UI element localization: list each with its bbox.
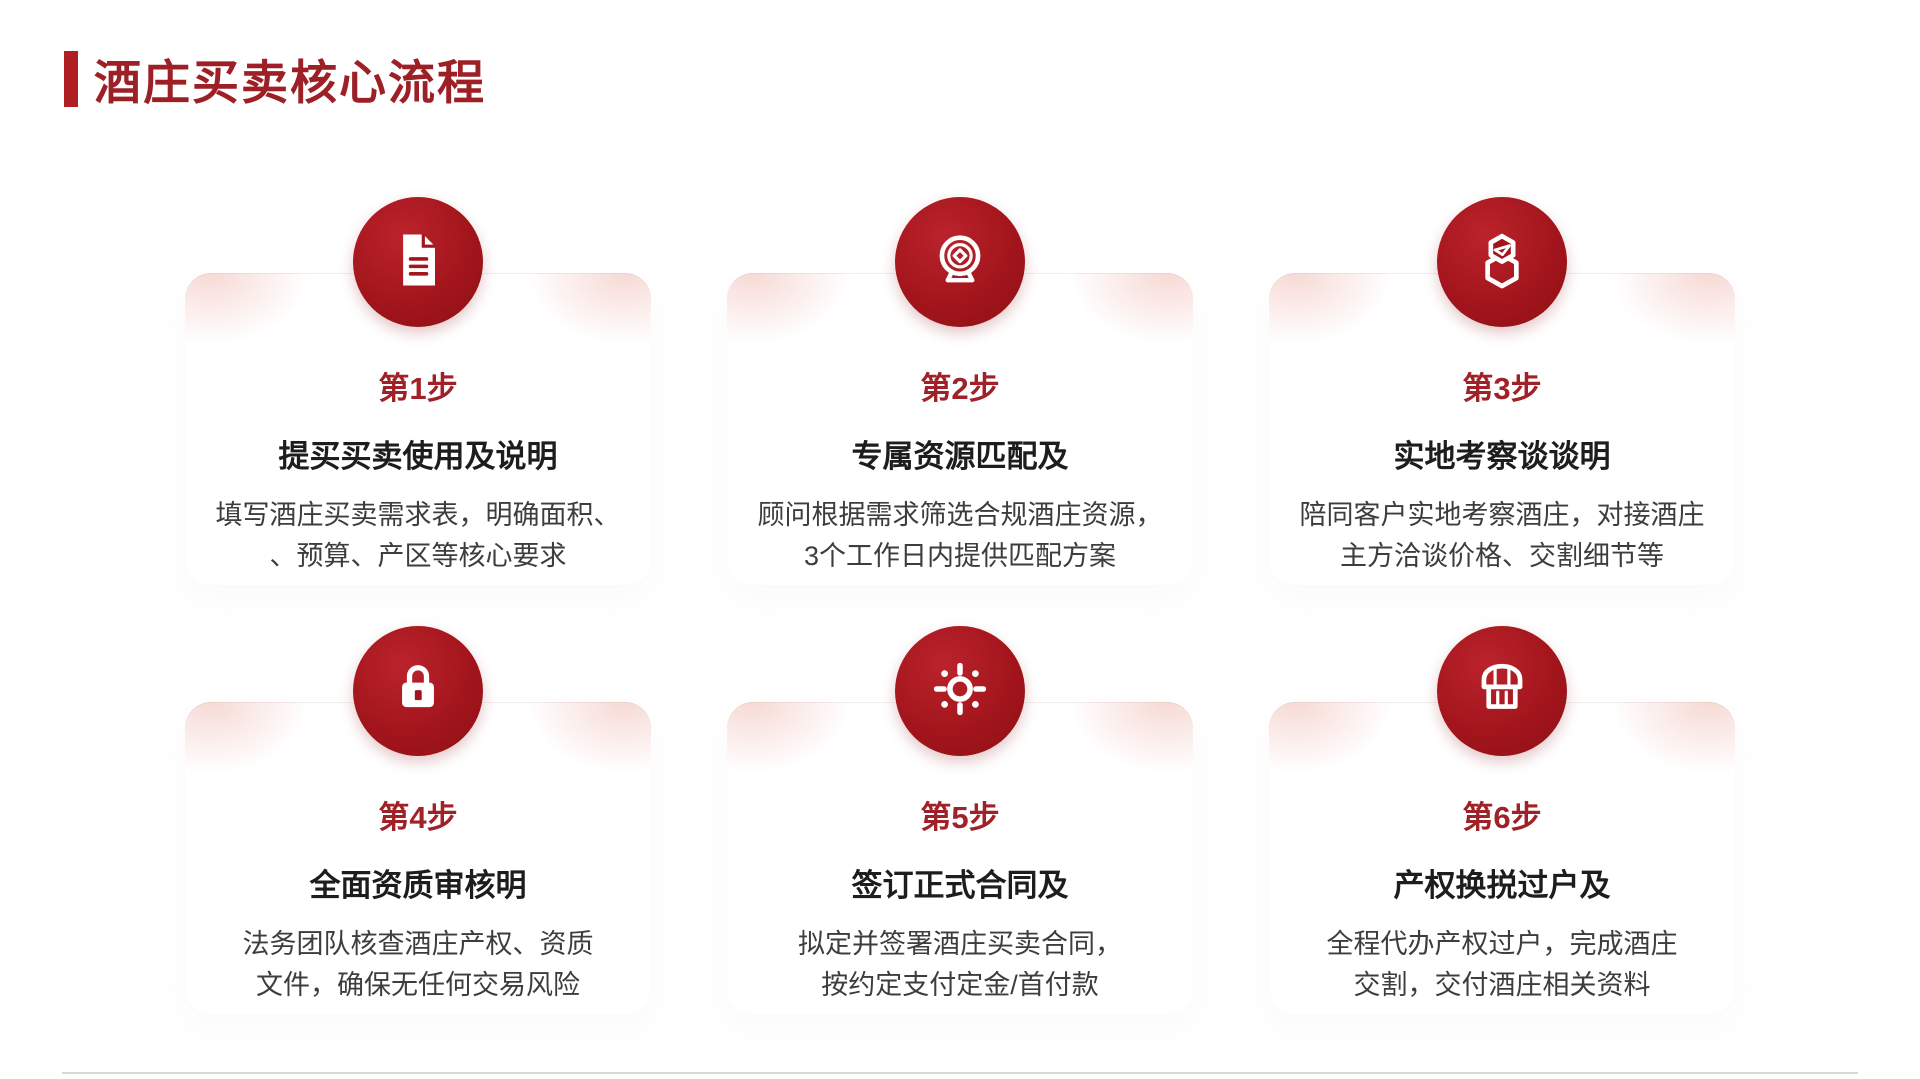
step-label: 第6步 xyxy=(1462,800,1542,835)
step-description: 法务团队核查酒庄产权、资质 文件，确保无任何交易风险 xyxy=(185,924,651,1006)
title-accent-bar xyxy=(64,50,78,107)
step-description: 填写酒庄买卖需求表，明确面积、 、预算、产区等核心要求 xyxy=(185,495,651,577)
steps-row-2: 第4步 全面资质审核明 法务团队核查酒庄产权、资质 文件，确保无任何交易风险 xyxy=(0,626,1920,1014)
step-5-circle xyxy=(895,626,1025,756)
step-title: 产权换捝过户及 xyxy=(1393,868,1611,903)
step-description: 全程代办产权过户，完成酒庄 交割，交付酒庄相关资料 xyxy=(1269,924,1735,1006)
desc-line: 3个工作日内提供匹配方案 xyxy=(803,541,1116,571)
desc-line: 文件，确保无任何交易风险 xyxy=(256,970,580,1000)
step-card-5: 第5步 签订正式合同及 拟定并签署酒庄买卖合同， 按约定支付定金/首付款 xyxy=(727,626,1193,1014)
page-title: 酒庄买卖核心流程 xyxy=(94,56,486,109)
desc-line: 陪同客户实地考察酒庄，对接酒庄 xyxy=(1299,500,1705,530)
desc-line: 按约定支付定金/首付款 xyxy=(821,970,1099,1000)
desc-line: 、预算、产区等核心要求 xyxy=(269,541,567,571)
lock-icon xyxy=(384,655,452,728)
desc-line: 法务团队核查酒庄产权、资质 xyxy=(242,929,594,959)
step-label: 第5步 xyxy=(920,800,1000,835)
step-description: 陪同客户实地考察酒庄，对接酒庄 主方洽谈价格、交割细节等 xyxy=(1269,495,1735,577)
step-title: 提买买卖使用及说明 xyxy=(278,439,558,474)
desc-line: 填写酒庄买卖需求表，明确面积、 xyxy=(215,500,621,530)
desc-line: 主方洽谈价格、交割细节等 xyxy=(1340,541,1664,571)
step-2-circle xyxy=(895,197,1025,327)
desc-line: 拟定并签署酒庄买卖合同， xyxy=(798,929,1122,959)
step-6-circle xyxy=(1437,626,1567,756)
bottom-divider xyxy=(62,1072,1858,1074)
step-card-4: 第4步 全面资质审核明 法务团队核查酒庄产权、资质 文件，确保无任何交易风险 xyxy=(185,626,651,1014)
layered-shield-icon xyxy=(1468,226,1536,299)
step-description: 顾问根据需求筛选合规酒庄资源， 3个工作日内提供匹配方案 xyxy=(727,495,1193,577)
step-title: 全面资质审核明 xyxy=(309,868,527,903)
coin-badge-icon xyxy=(926,226,994,299)
gear-icon xyxy=(926,655,994,728)
step-title: 专属资源匹配及 xyxy=(851,439,1069,474)
desc-line: 顾问根据需求筛选合规酒庄资源， xyxy=(757,500,1163,530)
desc-line: 全程代办产权过户，完成酒庄 xyxy=(1326,929,1678,959)
step-4-circle xyxy=(353,626,483,756)
step-title: 签订正式合同及 xyxy=(851,868,1069,903)
storefront-icon xyxy=(1468,655,1536,728)
step-description: 拟定并签署酒庄买卖合同， 按约定支付定金/首付款 xyxy=(727,924,1193,1006)
desc-line: 交割，交付酒庄相关资料 xyxy=(1353,970,1651,1000)
step-card-2: 第2步 专属资源匹配及 顾问根据需求筛选合规酒庄资源， 3个工作日内提供匹配方案 xyxy=(727,197,1193,585)
step-label: 第3步 xyxy=(1462,371,1542,406)
step-card-6: 第6步 产权换捝过户及 全程代办产权过户，完成酒庄 交割，交付酒庄相关资料 xyxy=(1269,626,1735,1014)
step-card-1: 第1步 提买买卖使用及说明 填写酒庄买卖需求表，明确面积、 、预算、产区等核心要… xyxy=(185,197,651,585)
step-card-3: 第3步 实地考察谈谈明 陪同客户实地考察酒庄，对接酒庄 主方洽谈价格、交割细节等 xyxy=(1269,197,1735,585)
step-label: 第2步 xyxy=(920,371,1000,406)
step-title: 实地考察谈谈明 xyxy=(1393,439,1611,474)
step-1-circle xyxy=(353,197,483,327)
step-label: 第1步 xyxy=(378,371,458,406)
step-label: 第4步 xyxy=(378,800,458,835)
document-icon xyxy=(384,226,452,299)
steps-row-1: 第1步 提买买卖使用及说明 填写酒庄买卖需求表，明确面积、 、预算、产区等核心要… xyxy=(0,197,1920,585)
step-3-circle xyxy=(1437,197,1567,327)
header: 酒庄买卖核心流程 xyxy=(64,44,486,113)
